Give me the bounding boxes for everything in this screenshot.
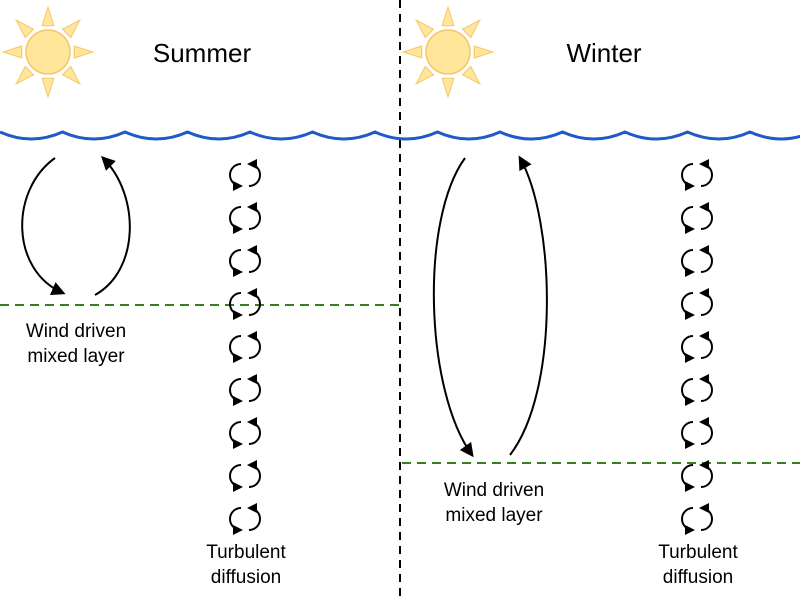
sun-ray bbox=[461, 19, 481, 39]
eddy-arrow bbox=[229, 378, 243, 406]
circulation-arrow-down bbox=[432, 157, 474, 458]
circulation-arrows bbox=[432, 155, 548, 458]
eddy-arrow bbox=[699, 159, 713, 187]
eddy-arrow bbox=[229, 421, 243, 449]
eddy-icon bbox=[229, 417, 261, 449]
eddy-arrow bbox=[681, 421, 695, 449]
eddy-arrow bbox=[681, 292, 695, 320]
diffusion-label: Turbulent bbox=[206, 542, 286, 563]
eddy-arrow bbox=[681, 206, 695, 234]
diffusion-label: diffusion bbox=[211, 567, 281, 588]
eddy-icon bbox=[229, 460, 261, 492]
eddy-arrow bbox=[681, 464, 695, 492]
eddy-icon bbox=[681, 288, 713, 320]
eddy-arrow bbox=[229, 249, 243, 277]
eddy-arrow bbox=[247, 460, 261, 488]
circulation-arrows bbox=[21, 156, 131, 296]
eddy-icon bbox=[681, 331, 713, 363]
diffusion-label: diffusion bbox=[663, 567, 733, 588]
eddy-arrow bbox=[699, 288, 713, 316]
eddy-arrow bbox=[681, 249, 695, 277]
eddy-icon bbox=[229, 202, 261, 234]
eddy-arrow bbox=[247, 202, 261, 230]
sun-ray bbox=[441, 5, 455, 27]
eddy-icon bbox=[229, 159, 261, 191]
eddy-icon bbox=[681, 417, 713, 449]
eddy-icon bbox=[229, 503, 261, 535]
eddy-arrow bbox=[681, 507, 695, 535]
diffusion-label: Turbulent bbox=[658, 542, 738, 563]
eddy-arrow bbox=[247, 288, 261, 316]
eddy-arrow bbox=[681, 335, 695, 363]
eddy-icon bbox=[681, 245, 713, 277]
eddy-arrow bbox=[247, 374, 261, 402]
eddy-arrow bbox=[699, 331, 713, 359]
sun-ray bbox=[415, 19, 435, 39]
mixed-layer-label: mixed layer bbox=[445, 505, 543, 526]
eddy-icon bbox=[229, 331, 261, 363]
sun-ray bbox=[401, 45, 423, 59]
circulation-arrow-up bbox=[94, 156, 131, 296]
sun-disc bbox=[425, 29, 471, 75]
eddy-column bbox=[229, 159, 261, 535]
eddy-icon bbox=[229, 288, 261, 320]
eddy-arrow bbox=[699, 245, 713, 273]
summer-panel: Summer Wind driven mixed layer Turbulent… bbox=[0, 5, 400, 588]
eddy-arrow bbox=[699, 503, 713, 531]
mixed-layer-label: Wind driven bbox=[26, 321, 126, 342]
eddy-arrow bbox=[699, 417, 713, 445]
eddy-arrow bbox=[699, 460, 713, 488]
sun-ray bbox=[415, 65, 435, 85]
sun-icon bbox=[1, 5, 95, 99]
eddy-column bbox=[681, 159, 713, 535]
winter-panel: Winter Wind driven mixed layer Turbulent… bbox=[401, 5, 800, 588]
sun-ray bbox=[461, 65, 481, 85]
sun-ray bbox=[15, 19, 35, 39]
eddy-arrow bbox=[699, 374, 713, 402]
sun-ray bbox=[41, 5, 55, 27]
sun-ray bbox=[1, 45, 23, 59]
eddy-icon bbox=[681, 503, 713, 535]
eddy-arrow bbox=[247, 503, 261, 531]
eddy-icon bbox=[229, 245, 261, 277]
eddy-icon bbox=[681, 460, 713, 492]
sun-ray bbox=[73, 45, 95, 59]
sun-ray bbox=[61, 19, 81, 39]
circulation-arrow-down bbox=[21, 157, 66, 295]
eddy-arrow bbox=[229, 464, 243, 492]
mixed-layer-label: mixed layer bbox=[27, 346, 125, 367]
eddy-icon bbox=[229, 374, 261, 406]
sun-ray bbox=[41, 77, 55, 99]
eddy-arrow bbox=[247, 159, 261, 187]
eddy-arrow bbox=[681, 163, 695, 191]
eddy-arrow bbox=[229, 507, 243, 535]
sun-ray bbox=[15, 65, 35, 85]
eddy-icon bbox=[681, 202, 713, 234]
eddy-arrow bbox=[229, 163, 243, 191]
eddy-icon bbox=[681, 159, 713, 191]
circulation-arrow-up bbox=[509, 155, 548, 456]
water-surface-wave bbox=[0, 130, 800, 141]
eddy-icon bbox=[681, 374, 713, 406]
eddy-arrow bbox=[247, 331, 261, 359]
summer-title: Summer bbox=[153, 38, 252, 68]
eddy-arrow bbox=[247, 417, 261, 445]
sun-ray bbox=[61, 65, 81, 85]
eddy-arrow bbox=[229, 206, 243, 234]
eddy-arrow bbox=[247, 245, 261, 273]
eddy-arrow bbox=[229, 292, 243, 320]
sun-ray bbox=[473, 45, 495, 59]
eddy-arrow bbox=[229, 335, 243, 363]
winter-title: Winter bbox=[566, 38, 641, 68]
sun-icon bbox=[401, 5, 495, 99]
sun-ray bbox=[441, 77, 455, 99]
sun-disc bbox=[25, 29, 71, 75]
mixed-layer-label: Wind driven bbox=[444, 480, 544, 501]
eddy-arrow bbox=[681, 378, 695, 406]
eddy-arrow bbox=[699, 202, 713, 230]
